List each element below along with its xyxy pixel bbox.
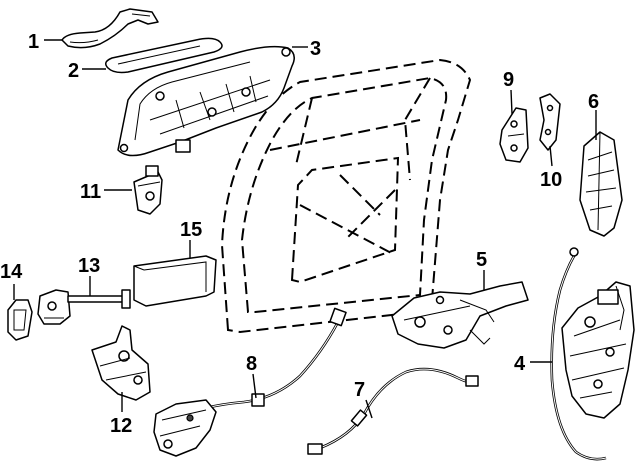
callout-5: 5 <box>476 249 487 271</box>
callout-13: 13 <box>78 255 100 277</box>
check-strap-part <box>133 255 217 307</box>
callout-9: 9 <box>503 69 514 91</box>
callout-10: 10 <box>540 169 562 191</box>
callout-6: 6 <box>588 91 599 113</box>
callout-12: 12 <box>110 415 132 437</box>
lock-bracket-part <box>391 281 529 349</box>
check-cap-part <box>7 299 33 341</box>
callout-3: 3 <box>310 38 321 60</box>
leader-lines <box>13 39 597 419</box>
door-latch-part <box>550 247 635 461</box>
callout-14: 14 <box>0 261 23 283</box>
callout-2: 2 <box>68 60 79 82</box>
check-link-part <box>37 289 131 325</box>
striker-part <box>499 107 529 163</box>
hinge-bracket-part <box>133 165 163 215</box>
reinforcement-plate-part <box>539 93 561 151</box>
lock-shield-part <box>579 131 623 237</box>
handle-gasket-part <box>105 37 223 74</box>
callout-11: 11 <box>80 181 101 203</box>
callout-15: 15 <box>180 219 202 241</box>
lock-actuator-part <box>153 307 347 457</box>
release-cable-part <box>307 367 479 455</box>
outside-handle-part <box>61 8 159 49</box>
handle-carrier-part <box>117 45 295 157</box>
door-frame-outline <box>220 58 472 334</box>
callout-labels: 1 2 3 4 5 6 7 8 9 10 11 12 13 14 15 <box>0 31 599 437</box>
callout-1: 1 <box>28 31 39 53</box>
callout-8: 8 <box>246 353 257 375</box>
door-hinge-part <box>91 325 151 401</box>
callout-4: 4 <box>514 353 526 375</box>
callout-7: 7 <box>354 379 365 401</box>
